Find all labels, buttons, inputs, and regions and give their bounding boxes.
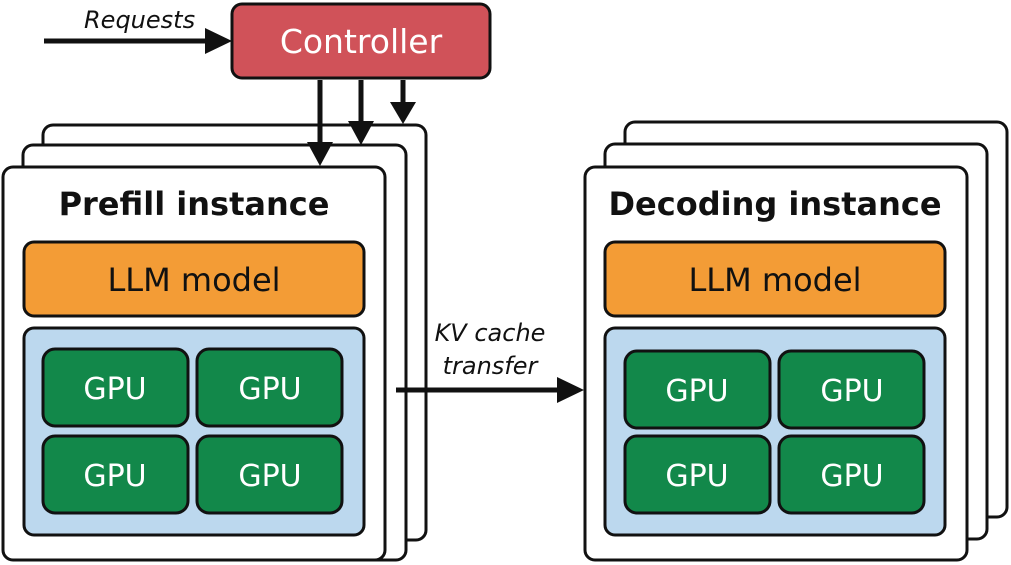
requests-label: Requests bbox=[84, 6, 195, 34]
decoding-model-box: LLM model bbox=[603, 240, 947, 318]
prefill-gpu-1: GPU bbox=[41, 347, 190, 428]
prefill-model-box: LLM model bbox=[22, 240, 366, 318]
decoding-gpu-3-label: GPU bbox=[665, 459, 728, 494]
controller-arrowhead-1 bbox=[307, 142, 333, 166]
kv-transfer-label-line1: KV cache bbox=[435, 319, 546, 347]
decoding-gpu-panel: GPU GPU GPU GPU bbox=[603, 326, 947, 537]
controller-box: Controller bbox=[230, 2, 492, 80]
decoding-gpu-3: GPU bbox=[623, 434, 772, 515]
controller-arrowhead-2 bbox=[348, 121, 374, 145]
prefill-gpu-3-label: GPU bbox=[83, 459, 146, 494]
prefill-gpu-3: GPU bbox=[41, 434, 190, 515]
decoding-gpu-1-label: GPU bbox=[665, 374, 728, 409]
decoding-gpu-4: GPU bbox=[777, 434, 926, 515]
decoding-instance: Decoding instance LLM model GPU GPU GPU … bbox=[583, 165, 969, 562]
kv-transfer-label-line2: transfer bbox=[443, 352, 540, 380]
decoding-gpu-2: GPU bbox=[777, 349, 926, 430]
prefill-title: Prefill instance bbox=[59, 185, 330, 223]
decoding-gpu-1: GPU bbox=[623, 349, 772, 430]
decoding-gpu-2-label: GPU bbox=[820, 374, 883, 409]
kv-transfer-arrowhead bbox=[557, 377, 584, 403]
prefill-gpu-4-label: GPU bbox=[238, 459, 301, 494]
controller-label: Controller bbox=[280, 22, 443, 61]
prefill-model-label: LLM model bbox=[107, 261, 280, 299]
prefill-gpu-4: GPU bbox=[195, 434, 344, 515]
controller-arrowhead-3 bbox=[390, 102, 416, 124]
prefill-gpu-2: GPU bbox=[195, 347, 344, 428]
decoding-gpu-4-label: GPU bbox=[820, 459, 883, 494]
decoding-title: Decoding instance bbox=[608, 185, 941, 223]
prefill-gpu-1-label: GPU bbox=[83, 372, 146, 407]
requests-arrowhead bbox=[205, 28, 232, 54]
prefill-gpu-2-label: GPU bbox=[238, 372, 301, 407]
prefill-instance: Prefill instance LLM model GPU GPU GPU G… bbox=[1, 165, 387, 562]
decoding-model-label: LLM model bbox=[688, 261, 861, 299]
prefill-gpu-panel: GPU GPU GPU GPU bbox=[22, 326, 366, 537]
